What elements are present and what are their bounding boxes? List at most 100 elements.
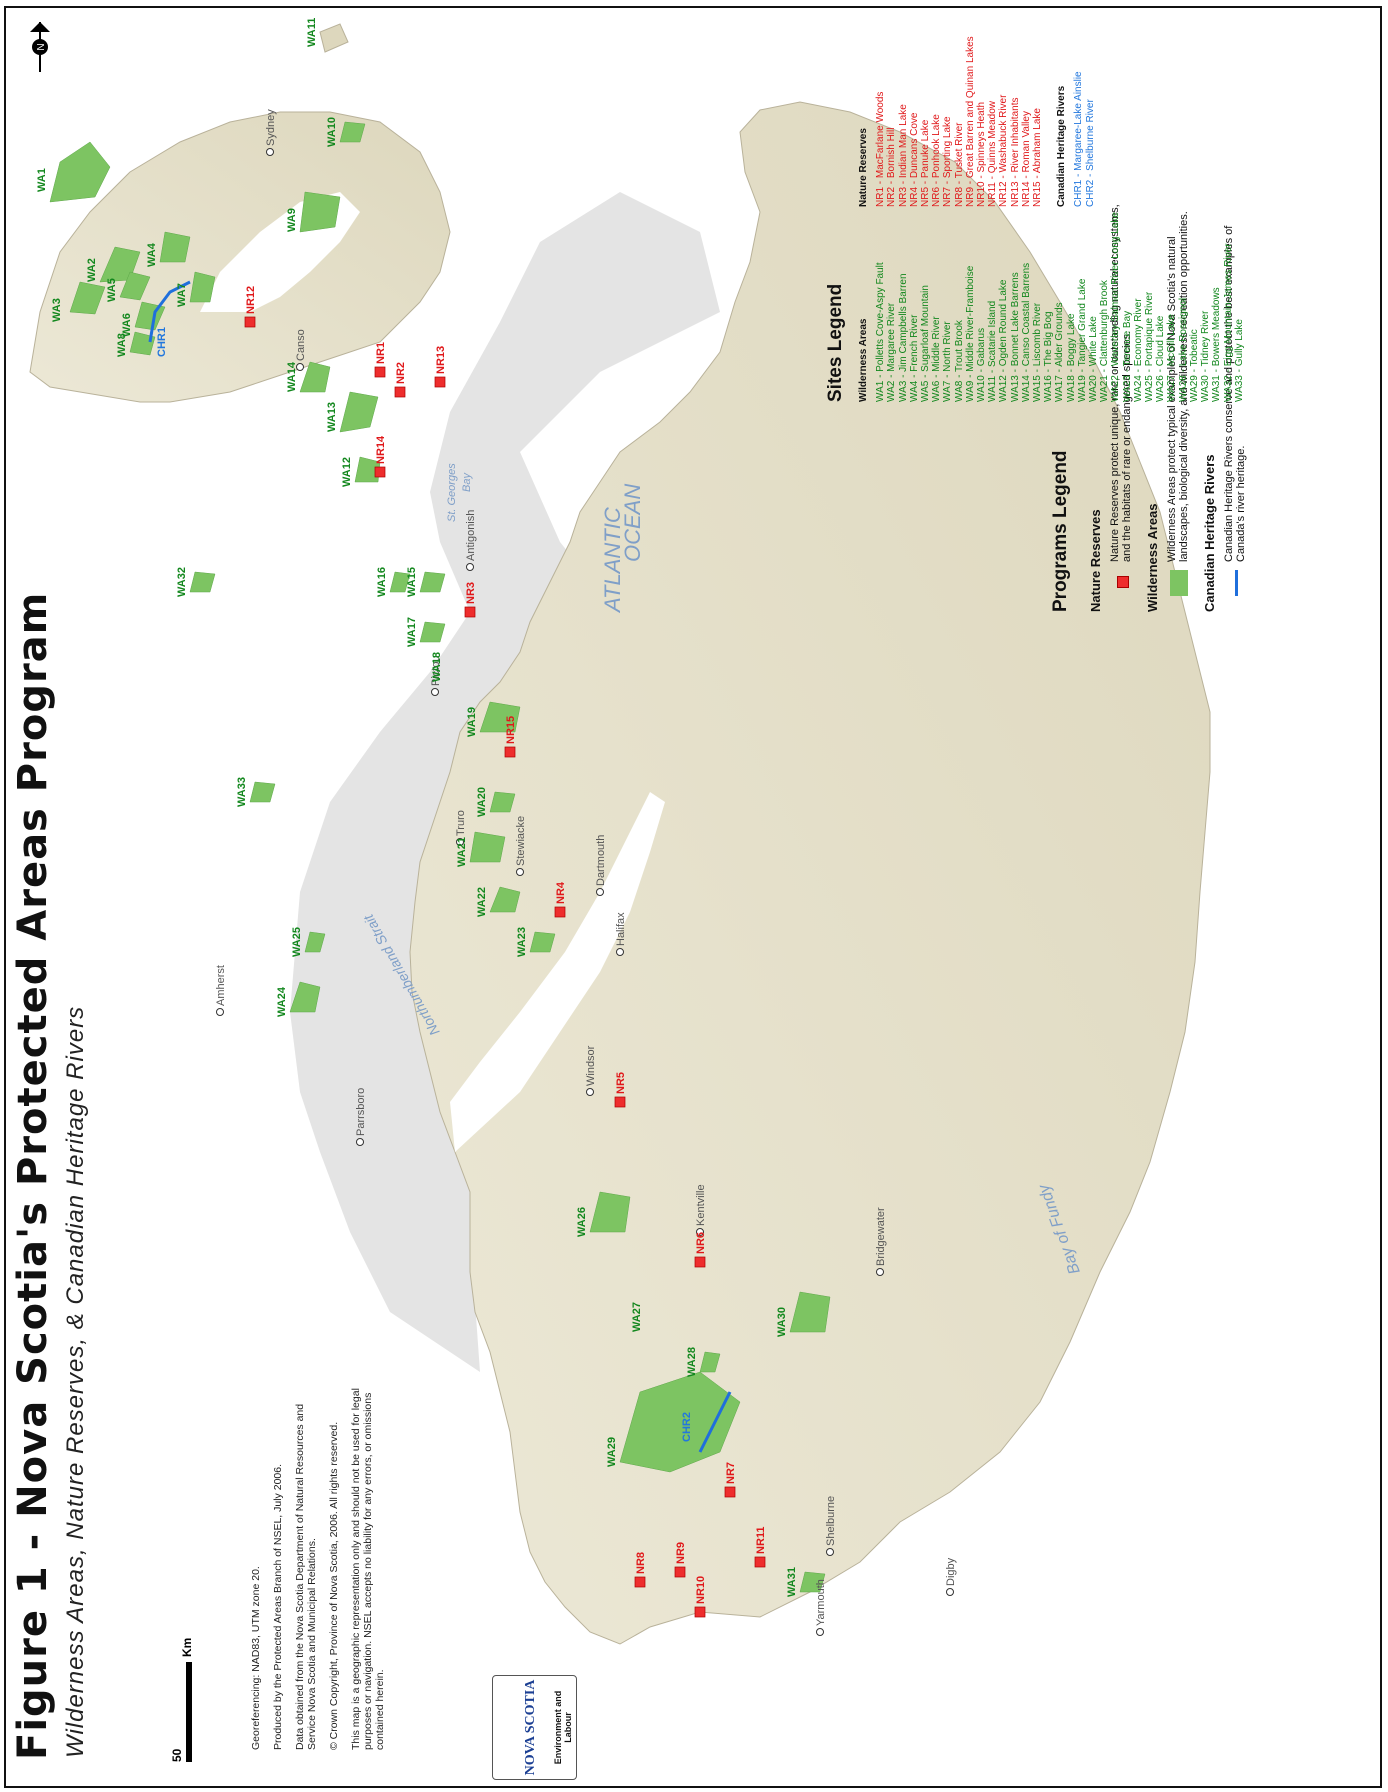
margaree-river-line <box>148 280 191 343</box>
wa-map-label: WA29 <box>606 1437 618 1467</box>
nr-map-label: NR15 <box>505 716 517 744</box>
wa-legend-item: WA21 - Clattenburgh Brook <box>1099 280 1111 402</box>
wa-map-label: WA10 <box>326 117 338 147</box>
nr-map-label: NR11 <box>755 1526 767 1554</box>
wa26-area <box>589 1191 631 1233</box>
wa5-area <box>119 271 151 301</box>
town-label: Stewiacke <box>515 816 527 866</box>
wa-map-label: WA8 <box>116 333 128 357</box>
town-label: Amherst <box>215 965 227 1006</box>
wa-map-label: WA11 <box>306 18 318 47</box>
wa33-area <box>249 781 276 803</box>
nr-legend-item: NR3 - Indian Man Lake <box>897 104 909 207</box>
nr-legend-item: NR15 - Abraham Lake <box>1032 108 1044 207</box>
nr-marker <box>434 376 446 388</box>
wa21-area <box>469 831 506 863</box>
wa-legend-item: WA29 - Tobeatic <box>1188 329 1200 402</box>
nr-map-label: NR3 <box>465 582 477 604</box>
wa28-area <box>699 1351 721 1373</box>
nr-legend-item: NR5 - Panuke Lake <box>920 119 932 207</box>
nr-marker <box>724 1486 736 1498</box>
wa24-area <box>289 981 321 1013</box>
wa-symbol <box>1166 562 1194 602</box>
wa20-area <box>489 791 516 813</box>
nr-map-label: NR2 <box>395 362 407 384</box>
wa16-area <box>389 571 411 593</box>
wa17-area <box>419 621 446 643</box>
nr-map-label: NR5 <box>615 1072 627 1094</box>
wa-legend-item: WA30 - Tidney River <box>1200 310 1212 402</box>
wa10-area <box>339 121 366 143</box>
town-marker <box>356 1138 364 1146</box>
town-label: Antigonish <box>465 510 477 561</box>
nr-marker <box>504 746 516 758</box>
nr-legend-item: NR6 - Ponhook Lake <box>931 114 943 207</box>
nr-legend-item: NR9 - Great Barren and Quinan Lakes <box>964 36 976 207</box>
town-marker <box>876 1268 884 1276</box>
wa8-area <box>129 331 156 356</box>
logo-dept: Environment and Labour <box>553 1690 573 1765</box>
sites-col-wa: Wilderness Areas WA1 - Polletts Cove-Aspy… <box>855 212 1245 402</box>
nr-marker <box>694 1256 706 1268</box>
wa-map-label: WA12 <box>341 457 353 487</box>
wa-legend-item: WA1 - Polletts Cove-Aspy Fault <box>875 262 887 402</box>
north-arrow-icon: N <box>30 22 50 72</box>
scale-bar-graphic <box>186 1662 192 1762</box>
town-marker <box>816 1628 824 1636</box>
wa13-area <box>339 391 379 433</box>
wa-map-label: WA30 <box>776 1307 788 1337</box>
wa-map-label: WA26 <box>576 1207 588 1237</box>
town-marker <box>266 148 274 156</box>
town-label: Sydney <box>265 109 277 146</box>
wa-map-label: WA6 <box>121 313 133 337</box>
wa-legend-item: WA18 - Boggy Lake <box>1065 313 1077 402</box>
wa-map-label: WA4 <box>146 242 158 267</box>
town-label: Canso <box>295 329 307 361</box>
nr-legend-item: NR13 - River Inhabitants <box>1009 97 1021 208</box>
nr-marker <box>554 906 566 918</box>
wa-legend-item: WA17 - Alder Grounds <box>1054 302 1066 402</box>
map-notes: Georeferencing: NAD83, UTM zone 20. Prod… <box>250 1370 396 1750</box>
town-marker <box>696 1228 704 1236</box>
wa-legend-item: WA2 - Margaree River <box>886 302 898 402</box>
town-label: Bridgewater <box>875 1207 887 1266</box>
town-marker <box>586 1088 594 1096</box>
wa-legend-item: WA25 - Portapique River <box>1144 291 1156 402</box>
wa-map-label: WA18 <box>431 652 443 682</box>
wa-map-label: WA28 <box>686 1347 698 1377</box>
wa-legend-item: WA31 - Bowers Meadows <box>1211 287 1223 402</box>
wa-map-label: WA22 <box>476 887 488 917</box>
wa-legend-item: WA13 - Bonnet Lake Barrens <box>1009 272 1021 402</box>
note-disclaimer: This map is a geographic representation … <box>350 1388 386 1750</box>
wa-legend-item: WA14 - Canso Coastal Barrens <box>1020 262 1032 402</box>
chr-legend-heading: Canadian Heritage Rivers <box>1056 85 1068 207</box>
nr-map-label: NR6 <box>695 1232 707 1254</box>
town-marker <box>216 1008 224 1016</box>
wa3-area <box>69 281 106 315</box>
wa-legend-item: WA20 - White Lake <box>1088 316 1100 402</box>
nr-marker <box>394 386 406 398</box>
nr-map-label: NR13 <box>435 346 447 374</box>
wa-map-label: WA13 <box>326 402 338 432</box>
nr-legend-item: NR4 - Duncans Cove <box>908 112 920 207</box>
wa-legend-item: WA16 - The Big Bog <box>1043 311 1055 402</box>
wa4-area <box>159 231 191 263</box>
georges-label: St. Georges <box>446 463 458 522</box>
wa25-area <box>304 931 326 953</box>
wa-legend-item: WA27 - McGill Lake <box>1166 314 1178 402</box>
wa-legend-item: WA33 - Gully Lake <box>1233 319 1245 402</box>
wa-map-label: WA21 <box>456 837 468 867</box>
shelburne-river-line <box>698 1391 732 1453</box>
wa-legend-heading: Wilderness Areas <box>858 318 869 402</box>
chr2-map-label: CHR2 <box>681 1412 693 1442</box>
wa-legend-item: WA26 - Cloud Lake <box>1155 315 1167 402</box>
wa-map-label: WA27 <box>631 1302 643 1332</box>
wa-map-label: WA16 <box>376 567 388 597</box>
nr-map-label: NR8 <box>635 1552 647 1574</box>
nr-map-label: NR1 <box>375 342 387 364</box>
town-marker <box>596 888 604 896</box>
atlantic-label: ATLANTIC <box>600 507 625 614</box>
wa-map-label: WA2 <box>86 258 98 282</box>
